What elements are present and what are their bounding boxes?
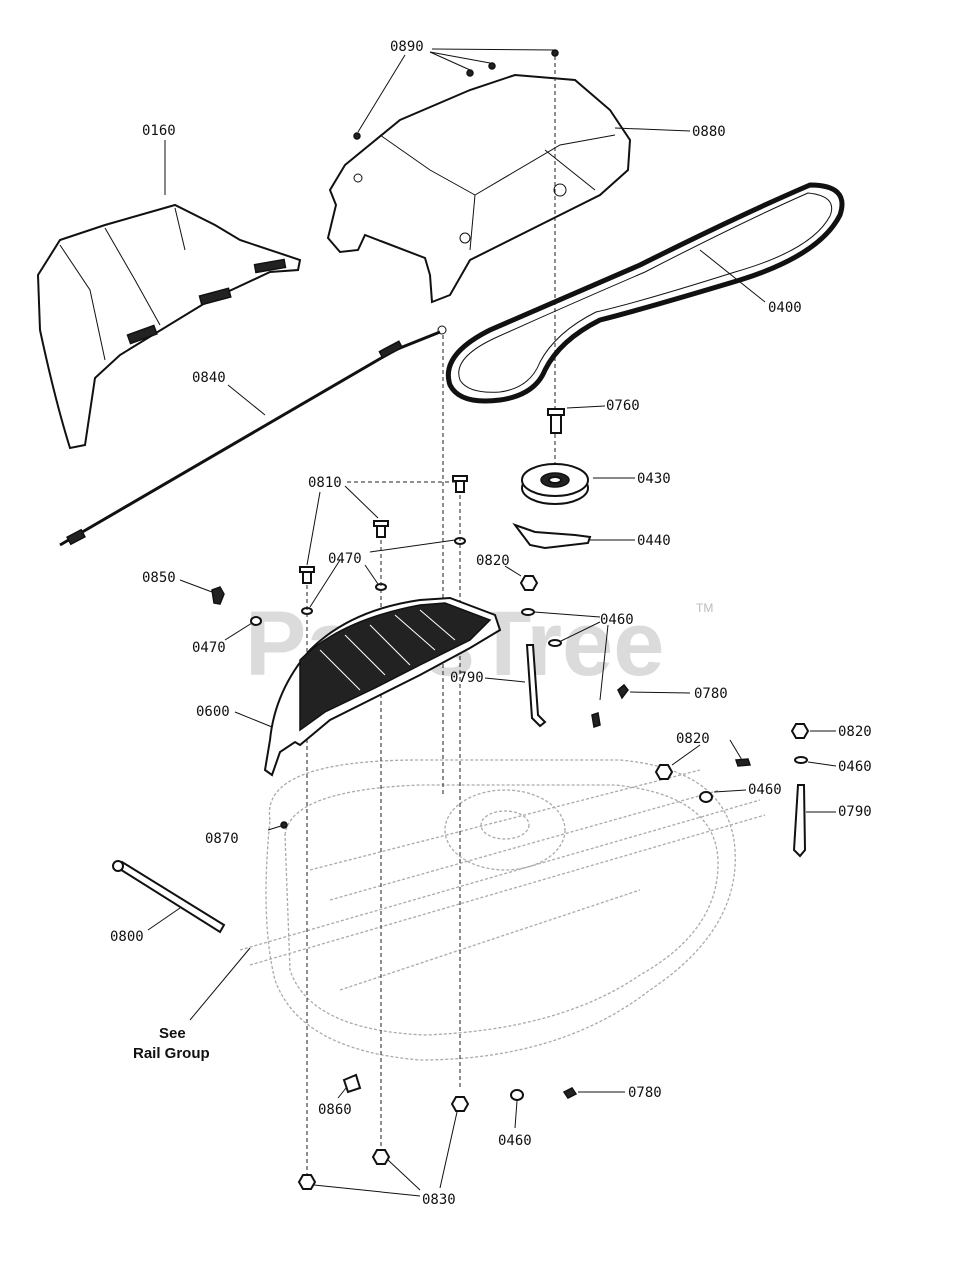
belt-cover-0880 — [326, 73, 632, 304]
callout-0810: 0810 — [308, 475, 342, 491]
clip-0850 — [211, 586, 225, 605]
leader-0460-b — [807, 761, 837, 767]
shaft-0800 — [112, 860, 226, 934]
leader-0890-a — [431, 48, 556, 51]
callout-0820-a: 0820 — [476, 553, 510, 569]
leader-0840 — [227, 384, 266, 416]
callout-0460-d: 0460 — [498, 1133, 532, 1149]
spacer-0870 — [280, 821, 288, 829]
washer-0470-b — [250, 616, 262, 626]
callout-0760: 0760 — [606, 398, 640, 414]
leader-0470-b — [364, 564, 379, 585]
callout-0800: 0800 — [110, 929, 144, 945]
leader-0800 — [147, 907, 181, 931]
callout-0870: 0870 — [205, 831, 239, 847]
callout-0830: 0830 — [422, 1192, 456, 1208]
leader-0830-a — [439, 1111, 458, 1189]
leader-0600 — [234, 711, 273, 728]
leader-0820-b — [671, 744, 701, 766]
pulley-bolt-0760 — [547, 408, 565, 434]
mower-deck-ghost — [239, 759, 766, 1061]
nut-0820-a — [519, 575, 539, 591]
leader-0830-b — [387, 1159, 421, 1191]
leader-0460-a1 — [533, 611, 601, 618]
spring-rod-0790-b — [792, 784, 807, 858]
see-note-line2: Rail Group — [133, 1045, 210, 1062]
callout-0460-b: 0460 — [838, 759, 872, 775]
leader-0890-c — [429, 51, 491, 64]
callout-0460-c: 0460 — [748, 782, 782, 798]
callout-0430: 0430 — [637, 471, 671, 487]
callout-0470-b: 0470 — [192, 640, 226, 656]
idler-pulley-0430 — [521, 463, 589, 505]
leader-0470-d — [224, 622, 253, 641]
callout-0790-a: 0790 — [450, 670, 484, 686]
callout-0790-b: 0790 — [838, 804, 872, 820]
see-note-line1: See — [159, 1025, 186, 1042]
leader-0890-d — [357, 54, 406, 133]
callout-0850: 0850 — [142, 570, 176, 586]
leader-0780-a — [629, 691, 691, 694]
deck-cover-0600 — [263, 596, 502, 777]
screws-0890 — [353, 49, 559, 140]
pin-0780-a — [591, 683, 629, 728]
callout-0470-a: 0470 — [328, 551, 362, 567]
leader-0810-b — [344, 485, 379, 519]
washer-0460-c — [699, 791, 713, 803]
washers-0460-a — [521, 608, 562, 647]
leader-0890-b — [429, 51, 471, 71]
leader-0870 — [267, 825, 282, 831]
washer-0460-b — [794, 756, 808, 764]
washer-0460-d — [510, 1089, 524, 1101]
callout-0820-b: 0820 — [676, 731, 710, 747]
callout-0160: 0160 — [142, 123, 176, 139]
discharge-chute-0160 — [36, 203, 302, 450]
leader-0470-a — [369, 539, 456, 553]
leader-0400 — [699, 249, 766, 303]
callout-0860: 0860 — [318, 1102, 352, 1118]
leader-0460-d — [514, 1100, 518, 1129]
leader-0470-c — [309, 559, 341, 608]
leader-0790-a — [484, 677, 526, 683]
leader-0460-a3 — [599, 624, 609, 701]
leader-0820-a — [504, 565, 522, 577]
nut-0820-c — [790, 723, 810, 739]
leader-see-rail-group — [189, 947, 251, 1021]
leader-0460-a2 — [560, 621, 601, 642]
callout-0820-c: 0820 — [838, 724, 872, 740]
callout-0600: 0600 — [196, 704, 230, 720]
pin-0780-arm — [734, 758, 752, 767]
callout-0780-a: 0780 — [694, 686, 728, 702]
leader-0760 — [566, 405, 606, 409]
leader-0830-c — [313, 1184, 421, 1197]
leader-0860 — [337, 1087, 347, 1099]
spring-rod-0790-a — [525, 644, 547, 728]
drive-belt-0400 — [445, 182, 845, 404]
pin-0780-b — [562, 1087, 578, 1099]
callout-0840: 0840 — [192, 370, 226, 386]
cable-0840 — [59, 325, 447, 547]
nut-0820-b — [654, 764, 674, 780]
leader-0780-arm — [729, 739, 743, 761]
idler-bracket-0440 — [512, 522, 592, 550]
callout-0780-b: 0780 — [628, 1085, 662, 1101]
callout-0440: 0440 — [637, 533, 671, 549]
leader-0880 — [614, 127, 691, 132]
bolts-0810 — [299, 475, 468, 584]
callout-0890: 0890 — [390, 39, 424, 55]
callout-0880: 0880 — [692, 124, 726, 140]
leader-0810-c — [306, 491, 321, 566]
trademark-symbol: TM — [696, 601, 713, 615]
leader-0460-c — [713, 789, 747, 793]
leader-0850 — [179, 579, 213, 593]
callout-0460-a: 0460 — [600, 612, 634, 628]
nuts-0830 — [297, 1096, 470, 1190]
callout-0400: 0400 — [768, 300, 802, 316]
bushing-0860 — [342, 1073, 362, 1094]
